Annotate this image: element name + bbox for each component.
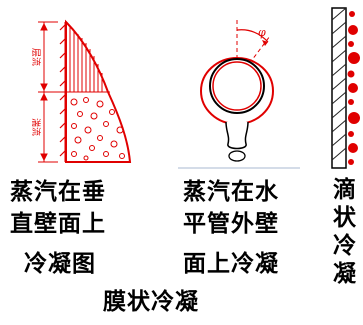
vertical-wall-caption-line3: 冷凝图 [24,251,96,277]
vertical-wall-caption-line2: 直壁面上 [10,211,106,237]
angle-label: φ [258,26,266,39]
angle-arc [236,29,269,43]
dropwise-wall [331,7,347,169]
dropwise-caption: 滴状冷凝 [333,177,356,287]
laminar-lines [69,26,103,92]
turbulent-label: 湍流 [30,118,42,136]
drip-drop [228,150,246,162]
film-condensation-caption: 膜状冷凝 [103,289,199,315]
horizontal-tube-caption-line2: 平管外壁 [183,211,279,237]
laminar-label: 层流 [30,48,42,66]
drip-stem [225,121,249,150]
horizontal-tube-caption-line3: 面上冷凝 [183,251,279,277]
tube-inner [212,61,262,111]
angle-arrow [262,40,268,46]
horizontal-tube-panel: φ [178,20,300,169]
dimension-markers [38,21,110,163]
condensate-droplets [347,11,360,165]
horizontal-tube-caption-line1: 蒸汽在水 [183,179,279,205]
dropwise-hatching [331,7,347,161]
vertical-wall-panel: 层流 湍流 [30,19,132,163]
vertical-wall-caption-line1: 蒸汽在垂 [10,179,106,205]
dropwise-panel [331,7,360,169]
turbulent-eddies [70,97,125,161]
